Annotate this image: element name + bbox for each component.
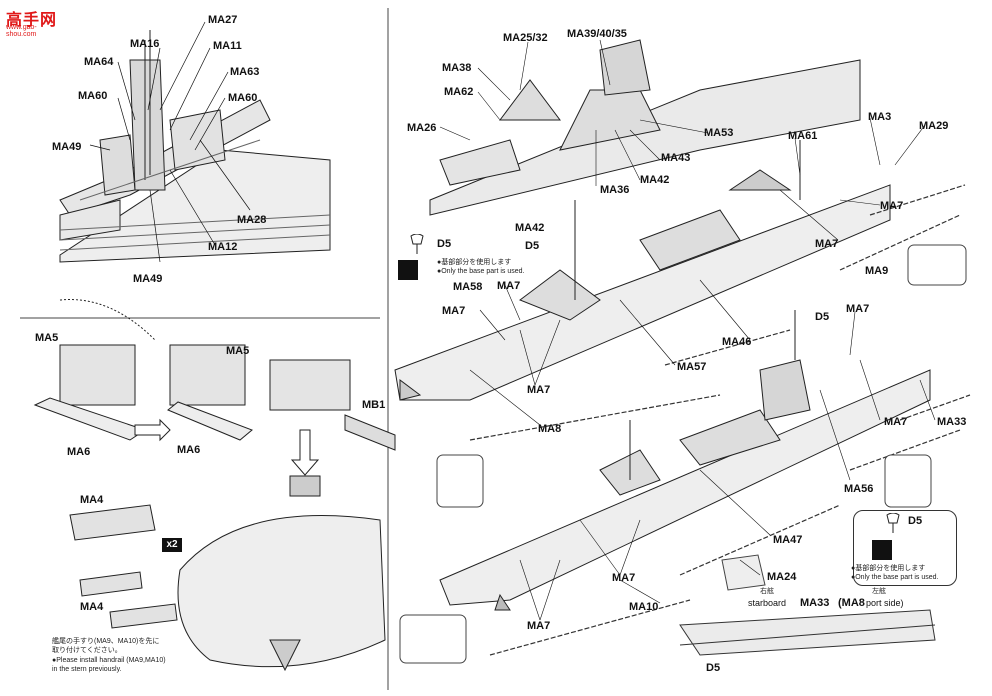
part-label: MA53: [704, 127, 734, 139]
part-label: MA62: [444, 86, 474, 98]
stern-parts-detail: [33, 299, 396, 672]
part-label: MA38: [442, 62, 472, 74]
ship-hull-view-1: [394, 140, 891, 401]
part-label: MA7: [884, 416, 908, 428]
stern-note: in the stern previously.: [52, 666, 122, 673]
ship-bridge-detail: [59, 30, 331, 263]
part-label: MA42: [640, 174, 670, 186]
note-text: ●Only the base part is used.: [851, 574, 939, 581]
part-label: MA5: [35, 332, 59, 344]
part-label: MA4: [80, 601, 104, 613]
part-label: MA64: [84, 56, 114, 68]
part-label: MA43: [661, 152, 691, 164]
part-label: MA36: [600, 184, 630, 196]
part-label: MA57: [677, 361, 707, 373]
part-label: MA29: [919, 120, 949, 132]
part-label: D5: [908, 515, 923, 527]
part-label: MA25/32: [503, 32, 548, 44]
part-label: MA7: [497, 280, 521, 292]
note-text: ●基部部分を使用します: [851, 565, 926, 572]
note-text: ●基部部分を使用します: [437, 259, 512, 266]
part-label: MA6: [177, 444, 201, 456]
part-label: MA27: [208, 14, 238, 26]
part-label: MA7: [846, 303, 870, 315]
starboard-label: starboard: [748, 598, 787, 608]
part-label: (MA8: [838, 597, 865, 609]
part-label: MA5: [226, 345, 250, 357]
part-label: MA16: [130, 38, 160, 50]
part-label: MA49: [133, 273, 163, 285]
stern-cross-section: [679, 609, 936, 656]
part-label: MA9: [865, 265, 889, 277]
d5-note-panel: [853, 510, 957, 586]
part-label: MA10: [629, 601, 659, 613]
part-label: MA46: [722, 336, 752, 348]
part-label: MA28: [237, 214, 267, 226]
detail-panels: [399, 244, 967, 664]
watermark-logo: 高手网 www.gao-shou.com: [4, 6, 66, 38]
quantity-badge: x2: [162, 538, 182, 552]
stern-note: 艦尾の手すり(MA9、MA10)を先に: [52, 638, 160, 645]
note-text: ●Only the base part is used.: [437, 268, 525, 275]
part-label: MA60: [78, 90, 108, 102]
part-label: MA8: [538, 423, 562, 435]
ship-hull-view-2: [439, 310, 931, 611]
part-label: MA12: [208, 241, 238, 253]
stern-note: ●Please install handrail (MA9,MA10): [52, 657, 166, 664]
part-label: MA33: [937, 416, 967, 428]
part-label: MA24: [767, 571, 797, 583]
part-label: MA6: [67, 446, 91, 458]
part-label: MA39/40/35: [567, 28, 627, 40]
part-label: D5: [706, 662, 721, 674]
part-label: MA56: [844, 483, 874, 495]
part-label: MA7: [815, 238, 839, 250]
part-label: D5: [525, 240, 540, 252]
part-label: MA49: [52, 141, 82, 153]
part-label: MA26: [407, 122, 437, 134]
watermark-chars: 高手网: [6, 12, 58, 29]
part-label: MA63: [230, 66, 260, 78]
part-label: MA3: [868, 111, 892, 123]
d5-part-icon: [884, 512, 902, 535]
part-label: D5: [815, 311, 830, 323]
note-marker-icon: [872, 540, 892, 560]
part-label: MA42: [515, 222, 545, 234]
part-label: MA4: [80, 494, 104, 506]
part-label: MA7: [442, 305, 466, 317]
part-label: MA7: [880, 200, 904, 212]
handrail-parts: [469, 184, 971, 656]
part-label: MA7: [527, 620, 551, 632]
part-label: D5: [437, 238, 452, 250]
ship-superstructure-detail: [429, 39, 861, 216]
starboard-jp: 右舷: [760, 588, 774, 595]
part-label: MA7: [527, 384, 551, 396]
part-label: MB1: [362, 399, 386, 411]
part-label: MA33: [800, 597, 830, 609]
stern-note: 取り付けてください。: [52, 647, 122, 654]
part-label: MA58: [453, 281, 483, 293]
note-marker-icon: [398, 260, 418, 280]
portside-jp: 左舷: [872, 588, 886, 595]
part-label: MA47: [773, 534, 803, 546]
part-label: MA60: [228, 92, 258, 104]
part-label: MA11: [213, 40, 242, 52]
portside-label: port side): [866, 598, 904, 608]
d5-part-icon: [408, 233, 426, 256]
watermark-url: www.gao-shou.com: [6, 24, 37, 38]
part-label: MA61: [788, 130, 818, 142]
part-label: MA7: [612, 572, 636, 584]
